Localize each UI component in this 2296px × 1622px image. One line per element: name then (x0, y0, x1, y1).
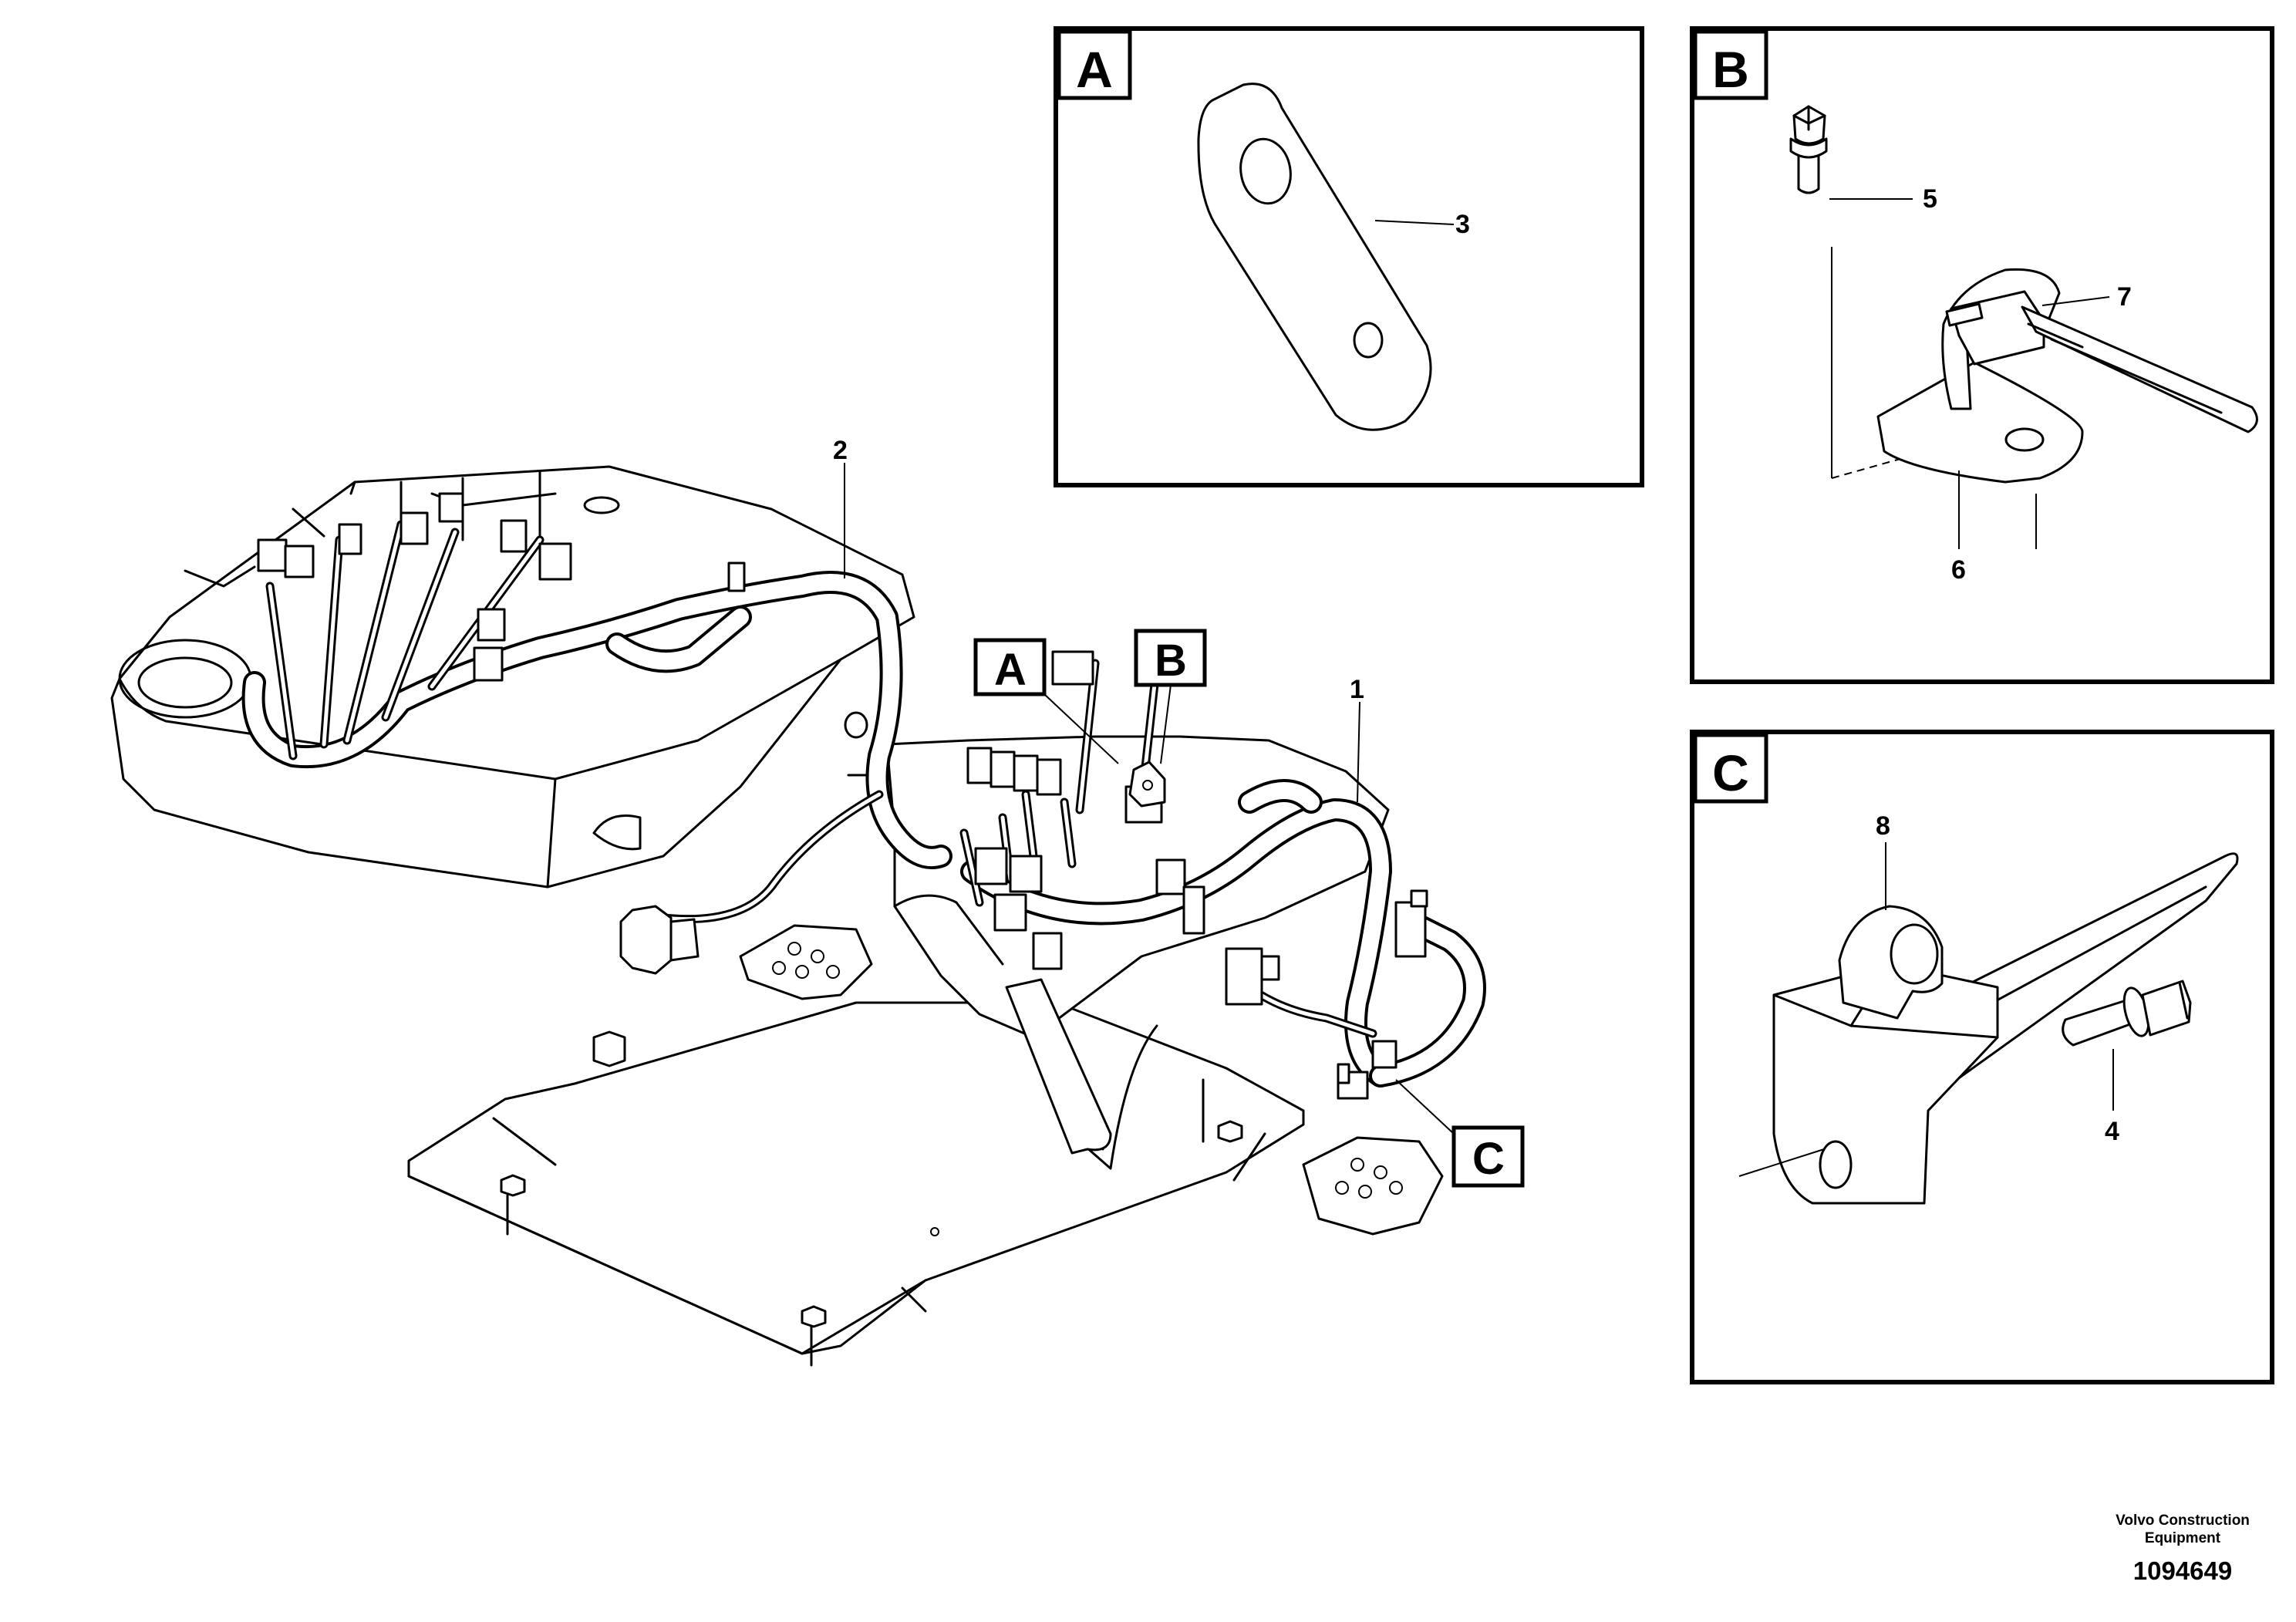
ref-label-c: C (1472, 1134, 1505, 1184)
detail-panel-a: A 3 (1054, 26, 1644, 487)
ref-label-b: B (1155, 636, 1187, 686)
detail-panel-c: C 8 4 (1690, 730, 2274, 1384)
main-callouts: 2 1 A B C (833, 436, 1525, 1188)
company-name: Volvo Construction Equipment (2067, 1512, 2296, 1547)
harness-2-connectors (257, 492, 746, 975)
main-assembly: 2 1 A B C (110, 436, 1525, 1367)
detail-panel-b: B 5 7 6 (1690, 26, 2274, 684)
callout-7: 7 (2117, 282, 2132, 312)
callout-2: 2 (833, 436, 848, 465)
detail-a-label: A (1076, 41, 1113, 98)
support-column (1005, 978, 1112, 1155)
mount-foot-left (739, 924, 873, 1000)
ref-box-b (1134, 629, 1207, 687)
callout-8: 8 (1876, 811, 1890, 841)
detail-c-label: C (1712, 744, 1749, 801)
mount-foot-right (1302, 1136, 1444, 1236)
bracket-plate (1197, 83, 1432, 431)
flange-bolt-c (2062, 980, 2192, 1047)
cable-tie-clip (1876, 268, 2258, 484)
ref-box-a (973, 638, 1047, 696)
ref-box-c (1451, 1125, 1525, 1188)
detail-b-label: B (1712, 41, 1749, 98)
wiring-harness-1 (959, 659, 1486, 1088)
base-bolts (500, 1030, 1243, 1367)
ref-label-a: A (994, 645, 1027, 695)
wiring-harness-2 (241, 520, 952, 924)
callout-6: 6 (1951, 555, 1966, 585)
seat-base-plate (407, 1001, 1305, 1355)
drawing-number: 1094649 (2132, 1556, 2233, 1585)
cable-tie-clip-large (1772, 852, 2239, 1205)
callout-3: 3 (1455, 210, 1470, 239)
company-name-line1: Volvo Construction (2116, 1512, 2250, 1529)
callout-4: 4 (2105, 1117, 2119, 1146)
callout-1: 1 (1350, 675, 1364, 704)
harness-1-connectors (966, 650, 1428, 1100)
right-console (885, 735, 1390, 1170)
flange-bolt (1789, 105, 1828, 194)
company-name-line2: Equipment (2144, 1530, 2221, 1546)
callout-5: 5 (1923, 184, 1937, 214)
